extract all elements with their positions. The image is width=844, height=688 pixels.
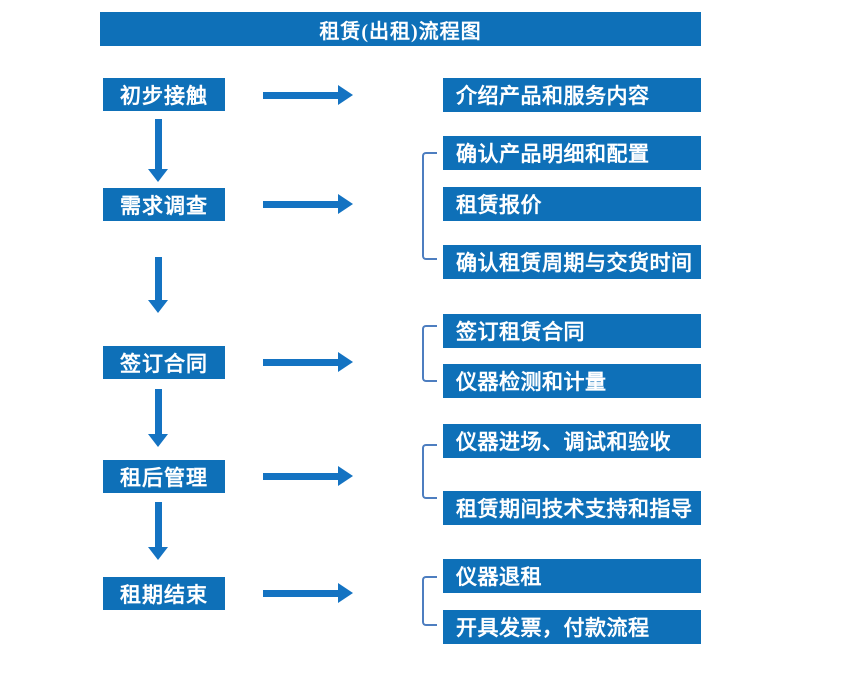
step-box-post-rental-management: 租后管理	[103, 460, 225, 493]
detail-box-confirm-product-config: 确认产品明细和配置	[443, 136, 701, 170]
right-arrow-icon	[263, 466, 353, 486]
right-arrow-icon	[263, 194, 353, 214]
step-box-demand-survey: 需求调查	[103, 188, 225, 221]
group-bracket	[422, 444, 437, 499]
right-arrow-icon	[263, 85, 353, 105]
down-arrow-icon	[148, 257, 168, 313]
detail-box-confirm-period-delivery: 确认租赁周期与交货时间	[443, 245, 701, 279]
detail-box-sign-rental-contract: 签订租赁合同	[443, 314, 701, 348]
group-bracket	[422, 576, 437, 626]
step-box-rental-end: 租期结束	[103, 577, 225, 610]
detail-box-instrument-inspection: 仪器检测和计量	[443, 364, 701, 398]
diagram-title: 租赁(出租)流程图	[100, 12, 701, 46]
down-arrow-icon	[148, 502, 168, 560]
detail-box-instrument-setup-acceptance: 仪器进场、调试和验收	[443, 424, 701, 458]
right-arrow-icon	[263, 352, 353, 372]
detail-box-invoice-payment: 开具发票，付款流程	[443, 610, 701, 644]
group-bracket	[422, 325, 437, 382]
detail-box-instrument-return: 仪器退租	[443, 559, 701, 593]
step-box-initial-contact: 初步接触	[103, 78, 225, 111]
step-box-sign-contract: 签订合同	[103, 346, 225, 379]
down-arrow-icon	[148, 119, 168, 182]
group-bracket	[422, 152, 437, 260]
right-arrow-icon	[263, 583, 353, 603]
detail-box-rental-quote: 租赁报价	[443, 187, 701, 221]
down-arrow-icon	[148, 389, 168, 447]
detail-box-introduce-products: 介绍产品和服务内容	[443, 78, 701, 112]
detail-box-technical-support: 租赁期间技术支持和指导	[443, 491, 701, 525]
